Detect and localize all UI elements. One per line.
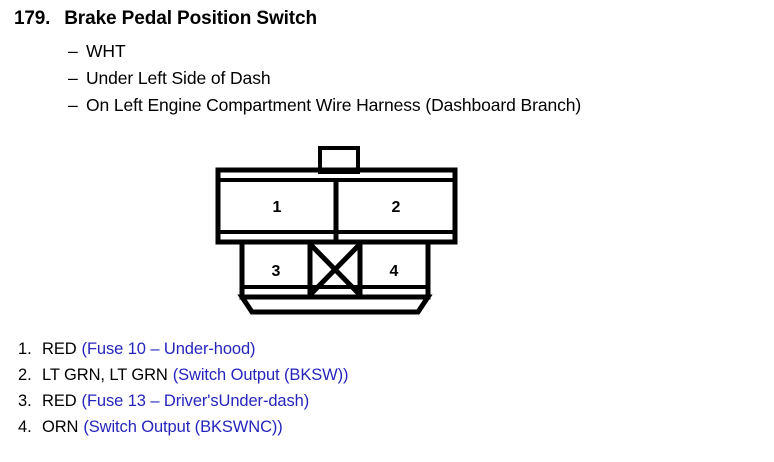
detail-dash-icon: – bbox=[68, 95, 78, 115]
legend-description: (Fuse 13 – Driver'sUnder-dash) bbox=[81, 392, 310, 410]
detail-line-text: Under Left Side of Dash bbox=[86, 68, 271, 88]
connector-upper-housing bbox=[215, 167, 458, 245]
blocked-cavity-x-icon bbox=[308, 242, 362, 297]
connector-diagram: 1 2 3 4 bbox=[200, 140, 460, 320]
legend-wire-color: ORN bbox=[42, 418, 79, 436]
legend-index: 4. bbox=[18, 418, 32, 436]
connector-face-view: 1 2 3 4 bbox=[215, 146, 458, 315]
detail-line-location: –Under Left Side of Dash bbox=[68, 68, 271, 89]
pin-label-4: 4 bbox=[390, 263, 399, 280]
list-item: 1. RED(Fuse 10 – Under-hood) bbox=[18, 340, 256, 359]
detail-dash-icon: – bbox=[68, 41, 78, 61]
legend-wire-color: RED bbox=[42, 392, 77, 410]
detail-dash-icon: – bbox=[68, 68, 78, 88]
connector-lower-housing bbox=[237, 239, 433, 315]
legend-wire-color: RED bbox=[42, 340, 77, 358]
title-item-number: 179. bbox=[14, 8, 51, 29]
legend-index: 1. bbox=[18, 340, 32, 358]
page-title: 179. Brake Pedal Position Switch bbox=[14, 8, 317, 30]
legend-description: (Fuse 10 – Under-hood) bbox=[81, 340, 256, 358]
legend-index: 2. bbox=[18, 366, 32, 384]
detail-line-wire-color: –WHT bbox=[68, 41, 126, 62]
list-item: 4. ORN(Switch Output (BKSWNC)) bbox=[18, 418, 283, 437]
title-component-name: Brake Pedal Position Switch bbox=[64, 8, 318, 29]
legend-description: (Switch Output (BKSWNC)) bbox=[83, 418, 283, 436]
legend-description: (Switch Output (BKSW)) bbox=[172, 366, 349, 384]
legend-index: 3. bbox=[18, 392, 32, 410]
detail-line-text: WHT bbox=[86, 41, 126, 61]
legend-wire-color: LT GRN, LT GRN bbox=[42, 366, 168, 384]
pin-label-3: 3 bbox=[272, 263, 281, 280]
detail-line-harness: –On Left Engine Compartment Wire Harness… bbox=[68, 95, 581, 116]
list-item: 2. LT GRN, LT GRN(Switch Output (BKSW)) bbox=[18, 366, 349, 385]
detail-line-text: On Left Engine Compartment Wire Harness … bbox=[86, 95, 582, 115]
pin-label-1: 1 bbox=[273, 199, 282, 216]
list-item: 3. RED(Fuse 13 – Driver'sUnder-dash) bbox=[18, 392, 309, 411]
pin-label-2: 2 bbox=[392, 199, 401, 216]
